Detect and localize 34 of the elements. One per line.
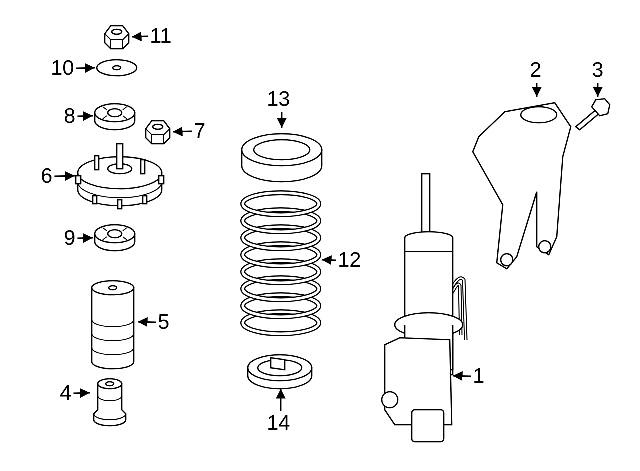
callout-number: 7 <box>194 121 206 142</box>
leader-arrow <box>76 63 96 74</box>
leader-arrow <box>276 389 286 411</box>
callout-number: 3 <box>592 60 604 81</box>
leader-arrow <box>132 32 148 42</box>
leader-arrow <box>593 83 603 97</box>
callout-number: 2 <box>530 60 542 81</box>
washer-drawing <box>95 58 140 78</box>
leader-arrow <box>172 126 192 137</box>
bushing-drawing <box>93 101 138 133</box>
leader-arrow <box>74 388 90 398</box>
callout-number: 11 <box>150 26 172 47</box>
callout-number: 13 <box>267 89 290 110</box>
nut-drawing <box>102 23 132 51</box>
leader-arrow <box>78 111 94 122</box>
leader-arrow <box>322 255 336 266</box>
nut-drawing <box>143 118 173 146</box>
callout-number: 9 <box>64 228 76 249</box>
leader-arrow <box>532 83 542 97</box>
leader-arrow <box>138 317 156 328</box>
callout-number: 4 <box>60 383 72 404</box>
leader-arrow <box>452 371 472 382</box>
leader-arrow <box>277 112 287 128</box>
bushing-drawing <box>93 222 138 254</box>
leader-arrow <box>78 233 94 244</box>
callout-number: 6 <box>41 166 53 187</box>
callout-number: 1 <box>473 366 485 387</box>
callout-number: 8 <box>64 106 76 127</box>
leader-arrow <box>54 171 76 182</box>
callout-number: 10 <box>51 58 74 79</box>
callout-number: 14 <box>267 413 290 434</box>
callout-number: 5 <box>158 312 170 333</box>
callout-number: 12 <box>338 250 362 271</box>
coil-spring-drawing <box>240 190 322 338</box>
